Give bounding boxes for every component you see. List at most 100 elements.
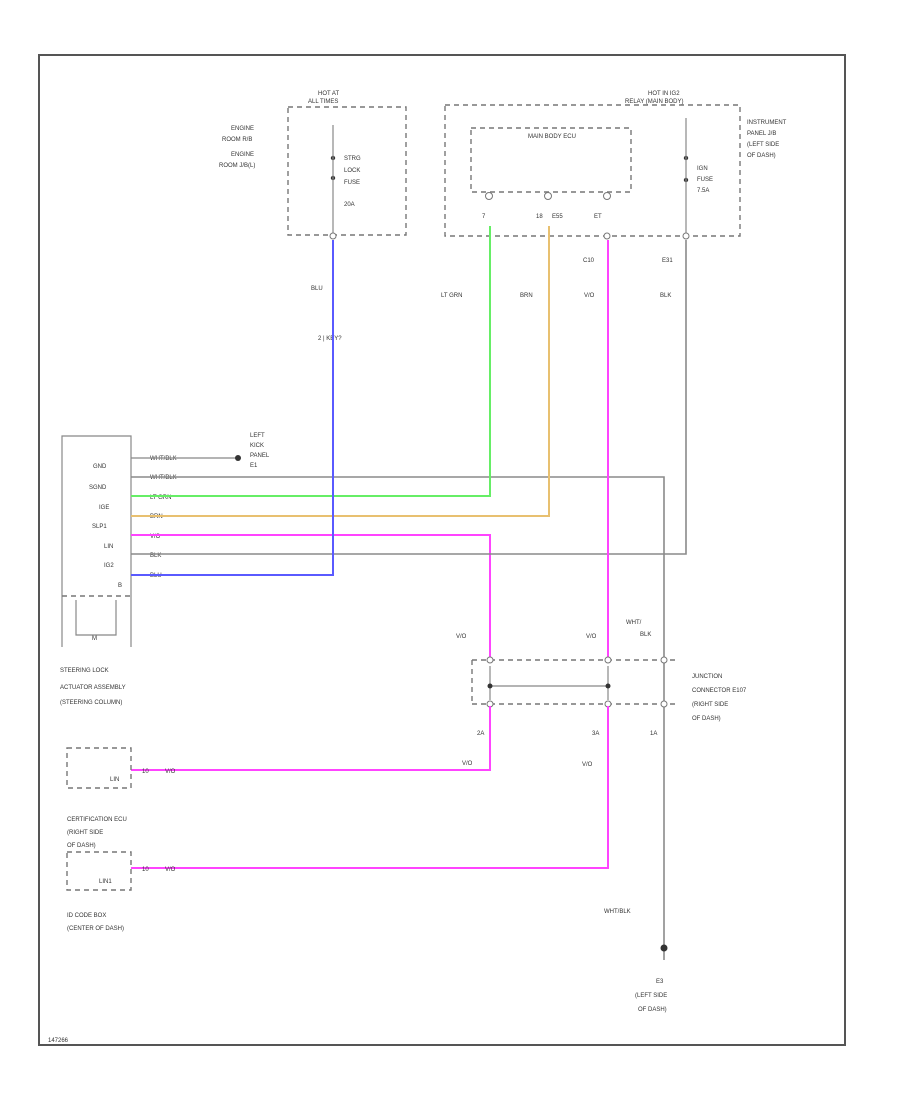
actuator-wire-gnd: WHT/BLK bbox=[150, 456, 177, 462]
junction-bottom-2: 3A bbox=[592, 731, 599, 737]
steering-lock-actuator: GND SGND IGE SLP1 LIN IG2 B M STEERING L… bbox=[60, 435, 132, 706]
fuse-left-title-2: ALL TIMES bbox=[308, 99, 338, 105]
wire-b-blu bbox=[131, 240, 334, 576]
ecu-pin-e55: E55 bbox=[552, 214, 563, 220]
actuator-pin-gnd: GND bbox=[93, 464, 107, 470]
junction-name-4: OF DASH) bbox=[692, 716, 721, 722]
fuse-left-loc-1: ENGINE bbox=[231, 126, 254, 132]
actuator-pin-slp1: SLP1 bbox=[92, 524, 107, 530]
actuator-pin-ige: IGE bbox=[99, 505, 109, 511]
ecu-pin-7: 7 bbox=[482, 214, 486, 220]
actuator-wire-sgnd: WHT/BLK bbox=[150, 475, 177, 481]
ecu-v-o-terminal bbox=[603, 232, 611, 240]
fuse-right-title-2: RELAY (MAIN BODY) bbox=[625, 99, 683, 105]
junction-top-4: BLK bbox=[640, 632, 651, 638]
junction-bottom-1: 2A bbox=[477, 731, 484, 737]
wire-blk-pin: E31 bbox=[662, 258, 673, 264]
ground-bottom-line-1: E3 bbox=[656, 979, 664, 985]
fuse-right-label-3: 7.5A bbox=[697, 188, 709, 194]
fuse-right-title-1: HOT IN IG2 bbox=[648, 91, 680, 97]
fuse-right-loc-1: INSTRUMENT bbox=[747, 120, 787, 126]
ecu-pin-18: 18 bbox=[536, 214, 543, 220]
fuse-right-label-1: IGN bbox=[697, 166, 708, 172]
ground-top-line-1: LEFT bbox=[250, 433, 265, 439]
cert-ecu-name-2: (RIGHT SIDE bbox=[67, 830, 103, 836]
id-code-wire-pin: 10 bbox=[142, 867, 149, 873]
ground-top-line-3: PANEL bbox=[250, 453, 270, 459]
actuator-name-2: ACTUATOR ASSEMBLY bbox=[60, 685, 126, 691]
junction-name-2: CONNECTOR E107 bbox=[692, 688, 747, 694]
actuator-body bbox=[61, 435, 132, 647]
junction-top-2: V/O bbox=[586, 634, 597, 640]
motor-label: M bbox=[92, 636, 97, 642]
motor-outline bbox=[75, 600, 117, 636]
wire-brn bbox=[131, 226, 550, 517]
fuse-left-loc-2: ROOM R/B bbox=[222, 137, 252, 143]
ecu-pin-18-terminal bbox=[544, 192, 552, 200]
wire-brn-label: BRN bbox=[520, 293, 533, 299]
junction-bottom-3: 1A bbox=[650, 731, 657, 737]
fuse-left-terminal bbox=[329, 232, 337, 240]
wire-v-o-label: V/O bbox=[584, 293, 595, 299]
ecu-pin-et-terminal bbox=[603, 192, 611, 200]
cert-ecu-name-1: CERTIFICATION ECU bbox=[67, 817, 127, 823]
id-code-box: LIN1 10 V/O V/O ID CODE BOX (CENTER OF D… bbox=[66, 762, 593, 932]
ground-bottom-dot bbox=[660, 944, 668, 952]
fuse-left-title-1: HOT AT bbox=[318, 91, 339, 97]
ground-left-kick-panel: LEFT KICK PANEL E1 bbox=[131, 433, 270, 469]
main-body-ecu: MAIN BODY ECU 7 18 E55 ET bbox=[470, 127, 632, 240]
wire-cert-ecu-v-o bbox=[131, 706, 491, 771]
ground-bottom-line-2: (LEFT SIDE bbox=[635, 993, 667, 999]
fuse-left-loc-4: ROOM J/B(L) bbox=[219, 163, 255, 169]
fuse-right-label-2: FUSE bbox=[697, 177, 713, 183]
cert-ecu-pin: LIN bbox=[110, 777, 119, 783]
wire-id-code-v-o bbox=[131, 706, 609, 869]
main-body-ecu-label: MAIN BODY ECU bbox=[528, 134, 576, 140]
fuse-right-loc-2: PANEL J/B bbox=[747, 131, 776, 137]
certification-ecu: LIN 10 V/O V/O CERTIFICATION ECU (RIGHT … bbox=[66, 747, 473, 849]
diagram-id: 147266 bbox=[48, 1038, 69, 1044]
fuse-left-label-3: FUSE bbox=[344, 180, 360, 186]
fuse-right-terminal bbox=[682, 232, 690, 240]
junction-top-1: V/O bbox=[456, 634, 467, 640]
fuse-block-left: HOT AT ALL TIMES ENGINE ROOM R/B ENGINE … bbox=[219, 91, 407, 240]
actuator-wire-lin: V/O bbox=[150, 534, 161, 540]
wire-sgnd-wht-blk bbox=[131, 476, 665, 658]
actuator-pin-sgnd: SGND bbox=[89, 485, 107, 491]
wire-blu-connector: 2 | KEY? bbox=[318, 336, 342, 342]
ground-top-dot bbox=[235, 455, 241, 461]
actuator-name-3: (STEERING COLUMN) bbox=[60, 700, 122, 706]
actuator-wire-ig2: BLK bbox=[150, 553, 161, 559]
ground-e3: WHT/BLK E3 (LEFT SIDE OF DASH) bbox=[604, 909, 668, 1013]
cert-ecu-wire: V/O bbox=[165, 769, 176, 775]
fuse-left-label-1: STRG bbox=[344, 156, 361, 162]
wire-blk-label: BLK bbox=[660, 293, 671, 299]
ground-bottom-wire: WHT/BLK bbox=[604, 909, 631, 915]
actuator-pin-lin: LIN bbox=[104, 544, 113, 550]
fuse-left-label-2: LOCK bbox=[344, 168, 360, 174]
id-code-pin: LIN1 bbox=[99, 879, 112, 885]
cert-ecu-wire-mid: V/O bbox=[462, 761, 473, 767]
fuse-left-label-4: 20A bbox=[344, 202, 355, 208]
diagram-frame bbox=[38, 54, 846, 1046]
fuse-right-loc-4: OF DASH) bbox=[747, 153, 776, 159]
id-code-name-2: (CENTER OF DASH) bbox=[67, 926, 124, 932]
junction-name-1: JUNCTION bbox=[692, 674, 722, 680]
ground-bottom-line-3: OF DASH) bbox=[638, 1007, 667, 1013]
ecu-pin-7-terminal bbox=[485, 192, 493, 200]
ground-top-line-2: KICK bbox=[250, 443, 264, 449]
fuse-left-loc-3: ENGINE bbox=[231, 152, 254, 158]
id-code-wire: V/O bbox=[165, 867, 176, 873]
fuse-block-right: HOT IN IG2 RELAY (MAIN BODY) INSTRUMENT … bbox=[444, 91, 787, 240]
wire-lin-v-o bbox=[131, 534, 491, 658]
junction-connector: V/O V/O WHT/ BLK 2A 3A 1A JUNCTION CONNE… bbox=[456, 620, 747, 960]
cert-ecu-name-3: OF DASH) bbox=[67, 843, 96, 849]
wire-ig2-blk bbox=[131, 240, 687, 555]
junction-name-3: (RIGHT SIDE bbox=[692, 702, 728, 708]
id-code-name-1: ID CODE BOX bbox=[67, 913, 106, 919]
wire-blu-label: BLU bbox=[311, 286, 323, 292]
id-code-wire-mid: V/O bbox=[582, 762, 593, 768]
ecu-pin-et: ET bbox=[594, 214, 602, 220]
actuator-pin-ig2: IG2 bbox=[104, 563, 114, 569]
